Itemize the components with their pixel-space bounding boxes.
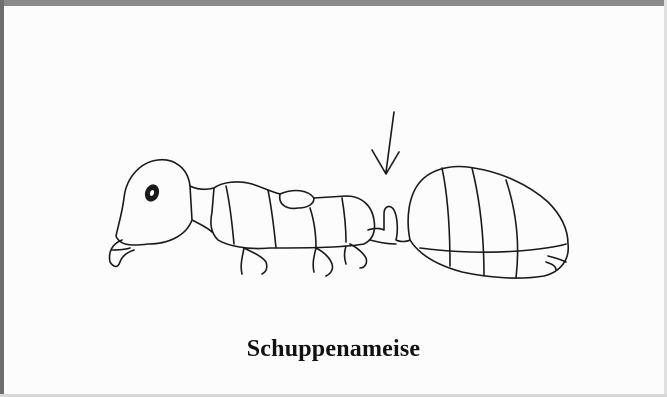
ant-mandible: [110, 240, 135, 267]
arrow-down-icon: [372, 112, 399, 174]
ant-gaster: [408, 167, 568, 279]
figure-caption: Schuppenameise: [0, 336, 667, 363]
ant-head: [110, 160, 193, 267]
ant-thorax: [211, 182, 375, 249]
